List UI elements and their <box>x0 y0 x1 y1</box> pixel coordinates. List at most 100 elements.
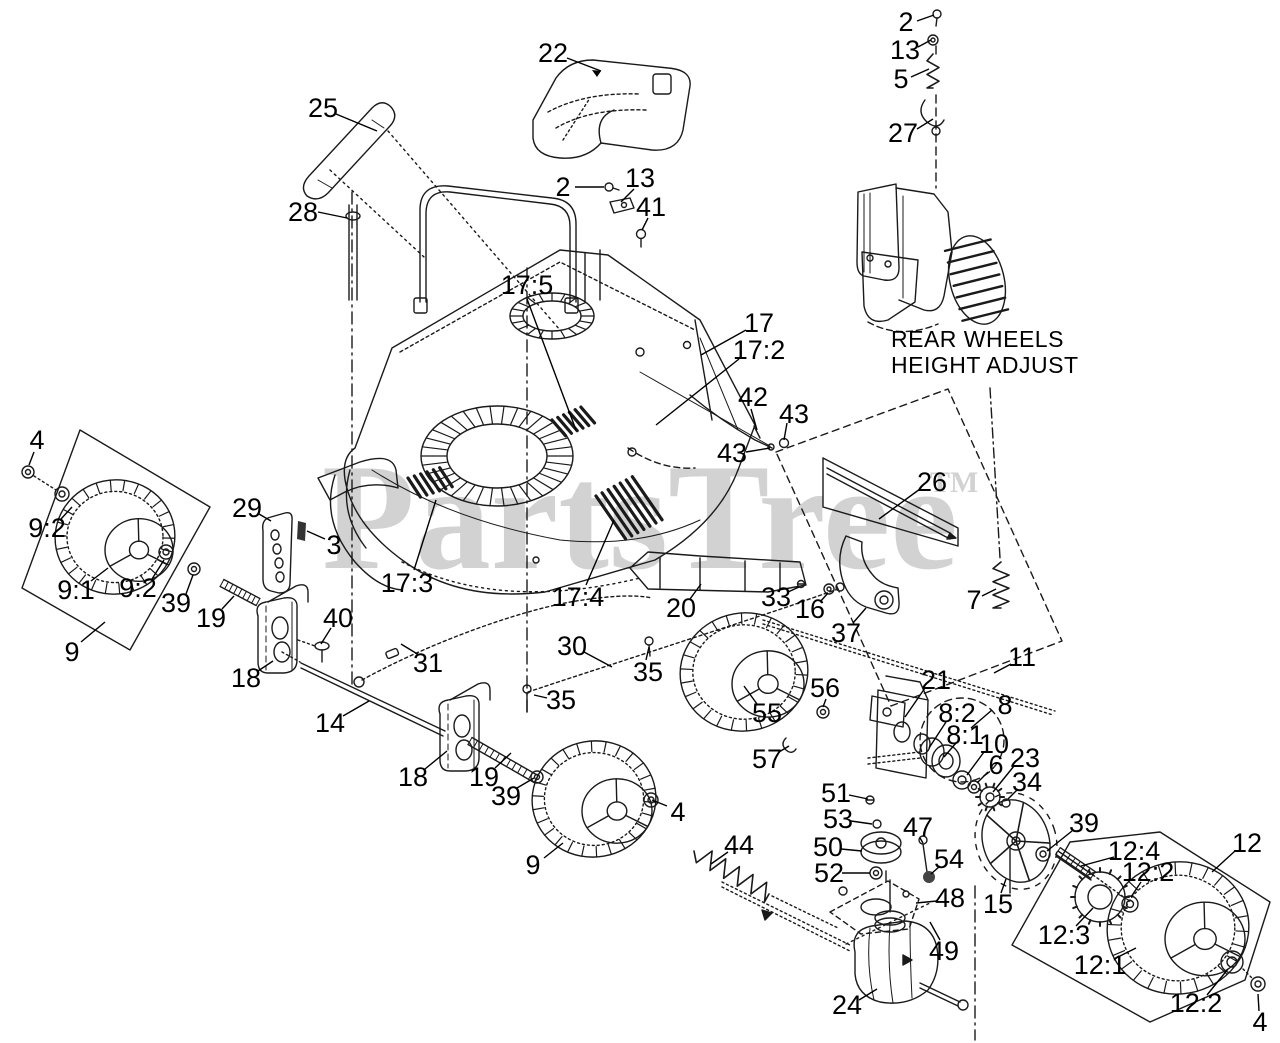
part-label-56: 56 <box>810 673 840 703</box>
leader-line-27 <box>916 118 934 130</box>
part-label-34: 34 <box>1012 767 1042 797</box>
leader-line-17 <box>700 329 747 356</box>
part-label-26: 26 <box>917 467 947 497</box>
rear-wheels-note: REAR WHEELS HEIGHT ADJUST <box>891 326 1078 378</box>
leader-line-43 <box>745 447 771 453</box>
leader-line-44 <box>710 851 729 865</box>
axle-assembly <box>867 675 1005 783</box>
watermark-tm: TM <box>930 466 978 499</box>
leader-line-10 <box>966 751 985 776</box>
leader-line-17:3 <box>413 499 437 571</box>
part-label-8:2: 8:2 <box>938 698 976 728</box>
leader-line-20 <box>689 583 702 600</box>
part-label-29: 29 <box>232 493 262 523</box>
leader-line-34 <box>1007 788 1019 800</box>
wheel-9-border <box>21 429 211 651</box>
part-label-25: 25 <box>308 93 338 123</box>
leader-line-13 <box>620 188 635 203</box>
leader-line-40 <box>320 627 332 645</box>
leader-line-47 <box>919 837 924 844</box>
part-label-9: 9 <box>64 637 79 667</box>
leader-line-5 <box>910 68 930 78</box>
hood-part <box>532 59 691 159</box>
leader-line-35 <box>533 694 548 699</box>
part-label-43: 43 <box>779 399 809 429</box>
part-label-39: 39 <box>1069 808 1099 838</box>
leader-line-2 <box>916 14 935 22</box>
leader-line-22 <box>566 57 602 72</box>
leader-line-8 <box>970 709 993 729</box>
part-label-20: 20 <box>666 593 696 623</box>
leader-line-30 <box>583 651 613 668</box>
note-line1: REAR WHEELS <box>891 326 1064 352</box>
leader-line-12 <box>1211 850 1236 873</box>
leader-line-54 <box>930 865 941 875</box>
left-hardware <box>21 465 330 663</box>
part-label-17:5: 17:5 <box>501 270 554 300</box>
part-label-5: 5 <box>893 64 908 94</box>
leader-line-12:1 <box>1113 947 1137 960</box>
part-label-16: 16 <box>795 594 825 624</box>
part-label-35: 35 <box>546 685 576 715</box>
part-label-8:1: 8:1 <box>946 720 984 750</box>
leader-line-12:4 <box>1080 856 1115 867</box>
part-label-4: 4 <box>670 797 685 827</box>
part-label-17:3: 17:3 <box>381 568 434 598</box>
part-label-6: 6 <box>988 750 1003 780</box>
leader-line-18 <box>257 660 274 672</box>
part-label-8: 8 <box>997 690 1012 720</box>
watermark-text: PartsTree <box>322 433 958 601</box>
leader-line-4 <box>651 799 668 807</box>
generated-art <box>54 53 1250 995</box>
leader-line-37 <box>852 607 867 624</box>
part-label-7: 7 <box>966 585 981 615</box>
part-label-9:1: 9:1 <box>57 575 95 605</box>
baffle-part <box>629 551 807 593</box>
leader-line-26 <box>878 488 921 520</box>
part-label-43: 43 <box>717 438 747 468</box>
part-label-42: 42 <box>738 382 768 412</box>
part-label-27: 27 <box>888 118 918 148</box>
upstop-bar-part <box>302 102 396 200</box>
wheel-12-group <box>1011 831 1271 1023</box>
leader-line-49 <box>929 921 941 941</box>
leader-line-19 <box>494 752 512 769</box>
leader-line-31 <box>400 643 420 656</box>
part-label-21: 21 <box>921 665 951 695</box>
part-label-52: 52 <box>814 858 844 888</box>
leader-line-11 <box>993 663 1012 674</box>
part-label-11: 11 <box>1008 642 1036 672</box>
leader-line-12:2 <box>1206 968 1229 996</box>
part-label-9:2: 9:2 <box>119 573 157 603</box>
leader-line-8:1 <box>943 742 957 758</box>
part-label-12:2: 12:2 <box>1122 857 1175 887</box>
guide-line <box>989 387 1001 559</box>
part-label-41: 41 <box>636 192 666 222</box>
transmission-group <box>721 795 976 1041</box>
leader-line-21 <box>904 687 926 718</box>
leader-line-39 <box>516 777 535 789</box>
leader-line-50 <box>840 848 863 852</box>
part-label-37: 37 <box>831 618 861 648</box>
part-label-39: 39 <box>491 781 521 811</box>
leader-line-17:5 <box>526 298 577 431</box>
leader-line-35 <box>645 646 650 661</box>
part-label-12:1: 12:1 <box>1074 950 1127 980</box>
leader-line-42 <box>750 408 758 431</box>
leader-line-18 <box>424 750 448 770</box>
part-label-49: 49 <box>929 936 959 966</box>
leader-line-9:2 <box>151 559 165 580</box>
handle-part <box>329 130 579 713</box>
leader-line-39 <box>1046 830 1073 852</box>
leader-line-14 <box>342 700 370 717</box>
part-label-55: 55 <box>752 698 782 728</box>
part-label-19: 19 <box>196 603 226 633</box>
leader-line-8:2 <box>928 721 947 749</box>
leader-line-17:4 <box>585 519 615 586</box>
leader-line-15 <box>1000 878 1007 894</box>
part-label-4: 4 <box>1252 1007 1267 1037</box>
leader-line-19 <box>221 595 235 610</box>
leader-line-3 <box>306 530 326 540</box>
leader-line-56 <box>822 698 827 708</box>
